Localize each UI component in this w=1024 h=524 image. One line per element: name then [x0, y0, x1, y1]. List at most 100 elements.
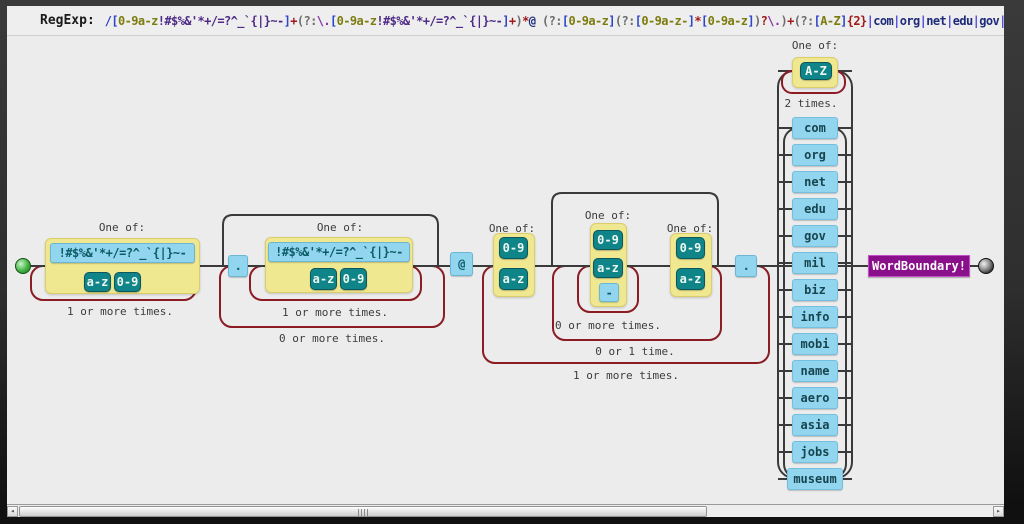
regex-token: ) — [780, 13, 788, 28]
tld-alternatives: com org net edu gov mil biz info mobi name aero asi… — [778, 117, 852, 490]
regex-token: | — [866, 13, 874, 28]
regex-token: 0-9a-z — [336, 13, 377, 28]
regex-token: 0-9a-z — [118, 13, 158, 28]
regex-token: / — [104, 13, 112, 28]
regex-token: | — [972, 13, 980, 28]
charset-specials-box: !#$%&'*+/=?^_`{|}~- — [50, 243, 195, 263]
regex-token: | — [999, 14, 1004, 28]
regex-token: [ — [634, 13, 642, 28]
loop-label: 0 or more times. — [555, 319, 661, 332]
diagram-canvas: One of: !#$%&'*+/=?^_`{|}~- a-z 0-9 1 or… — [7, 36, 1004, 504]
regex-token: {2} — [846, 13, 867, 28]
tld-box: jobs — [792, 441, 838, 463]
start-node-icon — [15, 258, 31, 274]
regex-token: ] — [840, 13, 847, 28]
tld-item: gov — [778, 225, 852, 247]
regex-token: * — [522, 13, 529, 28]
header: RegExp: /[0-9a-z!#$%&'*+/=?^_`{|}~-]+(?:… — [7, 6, 1004, 36]
regex-token: !#$%&'*+/=?^_`{|}~- — [157, 13, 284, 28]
tld-item: org — [778, 144, 852, 166]
regex-token: [ — [701, 13, 708, 28]
one-of-label: One of: — [791, 39, 839, 52]
tld-item: asia — [778, 414, 852, 436]
literal-dot-box: . — [228, 255, 248, 277]
regex-token: ) — [515, 13, 523, 28]
regex-token: [ — [111, 13, 119, 28]
h-scrollbar[interactable]: ◂ ▸ — [7, 504, 1004, 517]
tld-item: museum — [778, 468, 852, 490]
regex-token: [ — [561, 13, 569, 28]
regex-token: | — [919, 13, 927, 28]
regex-token: + — [787, 13, 794, 28]
regex-token: ) — [754, 13, 761, 28]
regex-token: gov — [979, 13, 1000, 28]
loop-label: 1 or more times. — [67, 305, 173, 318]
literal-dot-box: . — [735, 255, 757, 277]
tld-box: biz — [792, 279, 838, 301]
regex-token: edu — [952, 13, 973, 28]
tld-box: name — [792, 360, 838, 382]
regex-token: A-Z — [820, 13, 841, 28]
tld-box: mil — [792, 252, 838, 274]
scroll-thumb[interactable] — [19, 506, 707, 517]
regex-token: | — [893, 13, 900, 28]
word-boundary-box: WordBoundary! — [868, 255, 970, 277]
regex-token: (?: — [793, 13, 814, 28]
regex-token: 0-9a-z — [707, 13, 748, 28]
tld-box: gov — [792, 225, 838, 247]
range-a-z-box: a-z — [593, 258, 623, 278]
regex-token: | — [946, 13, 953, 28]
tld-item: com — [778, 117, 852, 139]
regex-token: [ — [330, 13, 337, 28]
tld-box: aero — [792, 387, 838, 409]
one-of-label: One of: — [584, 209, 632, 222]
one-of-label: One of: — [98, 221, 146, 234]
tld-item: net — [778, 171, 852, 193]
regex-display: /[0-9a-z!#$%&'*+/=?^_`{|}~-]+(?:\.[0-9a-… — [105, 14, 1004, 28]
end-node-icon — [978, 258, 994, 274]
tld-box: mobi — [792, 333, 838, 355]
scroll-right-button[interactable]: ▸ — [993, 506, 1004, 517]
tld-box: edu — [792, 198, 838, 220]
regex-token: + — [508, 13, 516, 28]
tld-item: info — [778, 306, 852, 328]
regex-token: + — [290, 13, 297, 28]
range-a-z-box: a-z — [499, 268, 528, 290]
regex-token: ] — [502, 13, 509, 28]
tld-box: com — [792, 117, 838, 139]
range-a-z-box: a-z — [84, 272, 111, 292]
regex-token: com — [873, 13, 894, 28]
tld-item: mil — [778, 252, 852, 274]
tld-item: mobi — [778, 333, 852, 355]
range-A-Z-box: A-Z — [800, 62, 832, 80]
loop-label: 1 or more times. — [282, 306, 388, 319]
scroll-left-button[interactable]: ◂ — [7, 506, 18, 517]
tld-box: org — [792, 144, 838, 166]
scroll-grip-icon — [358, 509, 368, 516]
regex-token: !#$%&'*+/=?^_`{|}~- — [376, 13, 503, 28]
literal-dash-box: - — [599, 283, 619, 302]
range-0-9-box: 0-9 — [340, 268, 367, 290]
range-0-9-box: 0-9 — [593, 230, 623, 250]
tld-item: edu — [778, 198, 852, 220]
loop-label: 0 or 1 time. — [595, 345, 675, 358]
one-of-label: One of: — [488, 222, 536, 235]
regex-token: (?: — [296, 13, 317, 28]
regex-token: ? — [760, 13, 768, 28]
regex-token: [ — [813, 13, 821, 28]
literal-at-box: @ — [450, 252, 473, 276]
regex-token: org — [899, 13, 920, 28]
regex-token: \. — [316, 13, 331, 28]
one-of-label: One of: — [666, 222, 714, 235]
tld-box: asia — [792, 414, 838, 436]
charset-specials-box: !#$%&'*+/=?^_`{|}~- — [268, 242, 410, 262]
tld-item: biz — [778, 279, 852, 301]
regex-token: ] — [283, 13, 291, 28]
range-a-z-box: a-z — [676, 268, 705, 290]
regex-token: 0-9a-z — [568, 13, 609, 28]
regex-token: ] — [608, 13, 615, 28]
regex-token: (?: — [614, 13, 635, 28]
tld-item: jobs — [778, 441, 852, 463]
regex-token: * — [694, 13, 702, 28]
range-0-9-box: 0-9 — [676, 237, 705, 259]
